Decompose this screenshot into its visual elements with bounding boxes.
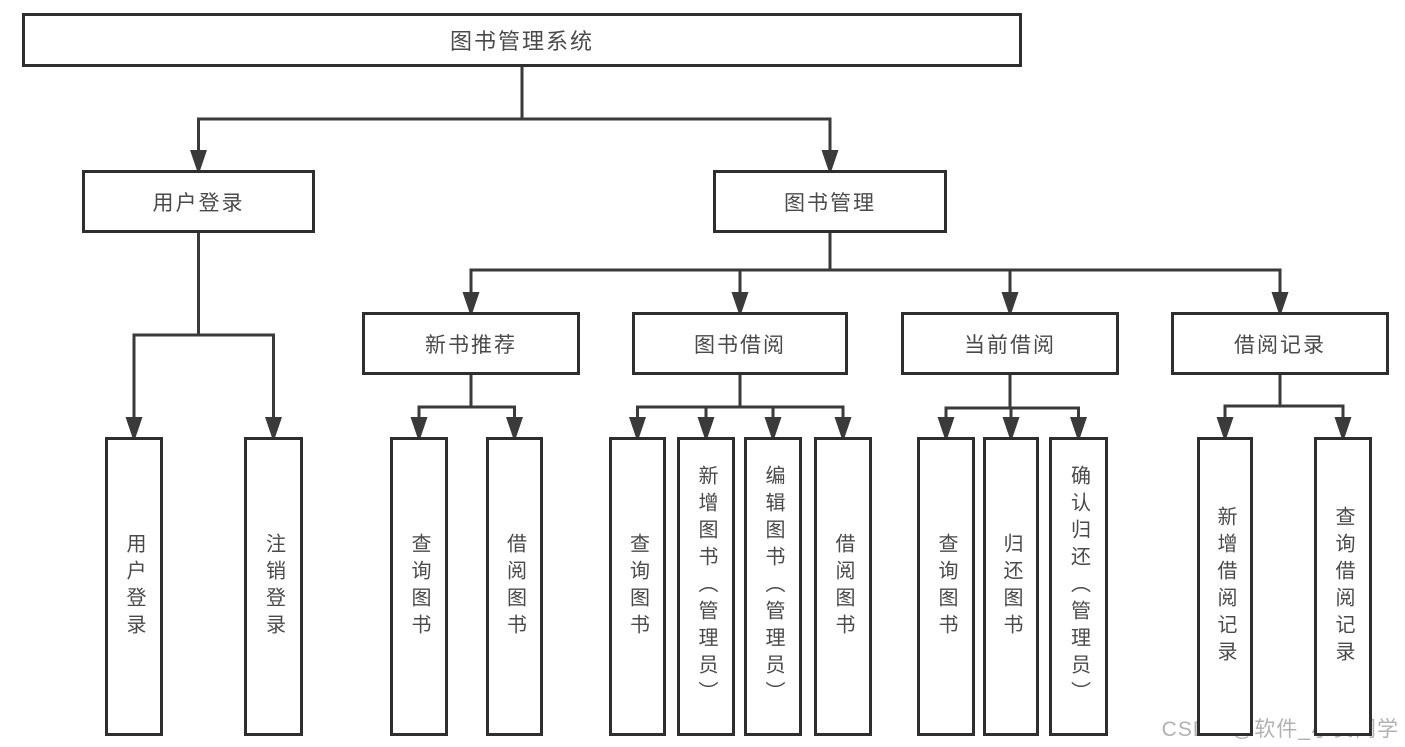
leaf-return-books: 归还图书 — [983, 437, 1039, 736]
leaf-query-borrow-record: 查询借阅记录 — [1314, 437, 1372, 736]
arrowhead-down-icon — [506, 417, 523, 442]
arrowhead-down-icon — [125, 417, 143, 442]
arrowhead-down-icon — [764, 417, 782, 442]
arrowhead-down-icon — [265, 417, 282, 442]
node-borrowing-records: 借阅记录 — [1171, 312, 1389, 375]
arrowhead-down-icon — [1216, 417, 1234, 442]
leaf-user-login-label: 用户登录 — [123, 532, 145, 641]
leaf-confirm-return-admin-label: 确认归还（管理员） — [1067, 465, 1090, 708]
arrowhead-down-icon — [462, 292, 480, 317]
leaf-logout: 注销登录 — [244, 437, 303, 736]
node-current-borrowing-label: 当前借阅 — [964, 333, 1056, 357]
arrowhead-down-icon — [937, 417, 955, 442]
node-book-borrowing: 图书借阅 — [632, 312, 848, 375]
leaf-borrow-books-label: 借阅图书 — [832, 532, 854, 641]
node-library-management-system-label: 图书管理系统 — [449, 29, 594, 54]
leaf-edit-books-admin-label: 编辑图书（管理员） — [762, 465, 784, 708]
node-book-management: 图书管理 — [713, 170, 947, 233]
leaf-borrow-books: 借阅图书 — [814, 437, 872, 736]
arrowhead-down-icon — [834, 417, 852, 442]
arrowhead-down-icon — [629, 417, 646, 442]
arrowhead-down-icon — [1271, 292, 1289, 317]
leaf-query-books-label: 查询图书 — [935, 532, 957, 641]
arrowhead-down-icon — [821, 150, 839, 175]
leaf-query-borrow-record-label: 查询借阅记录 — [1332, 505, 1354, 668]
leaf-return-books-label: 归还图书 — [1000, 532, 1022, 641]
arrowhead-down-icon — [697, 417, 715, 442]
node-user-login: 用户登录 — [82, 170, 315, 233]
leaf-add-borrow-record: 新增借阅记录 — [1197, 437, 1253, 736]
leaf-query-books: 查询图书 — [917, 437, 975, 736]
arrowhead-down-icon — [410, 417, 428, 442]
node-book-borrowing-label: 图书借阅 — [694, 333, 786, 357]
arrowhead-down-icon — [1070, 417, 1087, 442]
leaf-confirm-return-admin: 确认归还（管理员） — [1049, 437, 1108, 736]
leaf-borrow-books-label: 借阅图书 — [503, 532, 526, 641]
leaf-query-books-label: 查询图书 — [408, 532, 430, 641]
node-user-login-label: 用户登录 — [152, 191, 245, 215]
leaf-add-books-admin: 新增图书（管理员） — [677, 437, 735, 736]
leaf-query-books: 查询图书 — [609, 437, 666, 736]
arrowhead-down-icon — [1334, 417, 1352, 442]
node-new-book-recommendation: 新书推荐 — [362, 312, 580, 375]
leaf-add-borrow-record-label: 新增借阅记录 — [1214, 505, 1236, 668]
leaf-user-login: 用户登录 — [105, 437, 163, 736]
leaf-edit-books-admin: 编辑图书（管理员） — [744, 437, 802, 736]
arrowhead-down-icon — [1001, 292, 1019, 317]
node-library-management-system: 图书管理系统 — [22, 13, 1022, 67]
arrowhead-down-icon — [1002, 417, 1020, 442]
leaf-add-books-admin-label: 新增图书（管理员） — [695, 465, 717, 708]
leaf-logout-label: 注销登录 — [262, 532, 285, 641]
leaf-query-books-label: 查询图书 — [626, 532, 649, 641]
leaf-borrow-books: 借阅图书 — [486, 437, 543, 736]
arrowhead-down-icon — [190, 150, 207, 175]
leaf-query-books: 查询图书 — [390, 437, 448, 736]
node-book-management-label: 图书管理 — [784, 191, 876, 215]
node-current-borrowing: 当前借阅 — [901, 312, 1119, 375]
node-new-book-recommendation-label: 新书推荐 — [425, 333, 517, 357]
node-borrowing-records-label: 借阅记录 — [1234, 333, 1326, 357]
arrowhead-down-icon — [731, 292, 749, 317]
